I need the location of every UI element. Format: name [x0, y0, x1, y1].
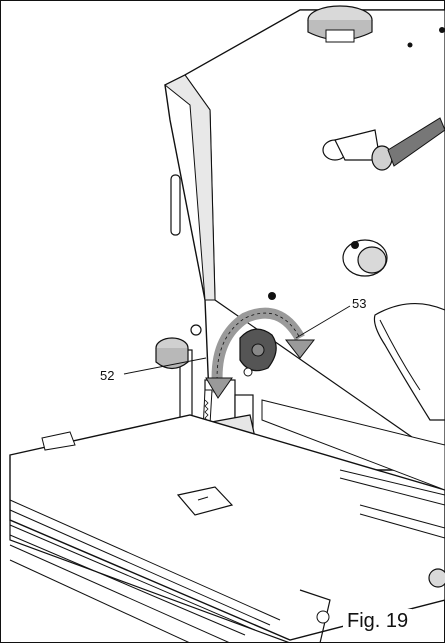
callout-label-52: 52: [100, 368, 115, 383]
cover-edge: [164, 74, 216, 301]
hand: [373, 302, 445, 421]
cover-handle-slot: [170, 174, 181, 236]
callout-line-53: [295, 305, 351, 339]
cover-screw-hole: [439, 27, 445, 33]
callout-line-52: [123, 357, 207, 375]
top-tension-knob: [307, 5, 373, 43]
curved-rotate-arrow-icon: [205, 307, 316, 399]
cover-latch-lever: [322, 117, 445, 171]
callout-label-53: 53: [352, 296, 367, 311]
saw-table: [9, 399, 445, 643]
cover-screw-hole: [407, 42, 413, 48]
cover-lock-knob: [342, 239, 388, 277]
figure-caption: Fig. 19: [343, 609, 413, 633]
guide-lock-knob-53: [239, 292, 277, 377]
